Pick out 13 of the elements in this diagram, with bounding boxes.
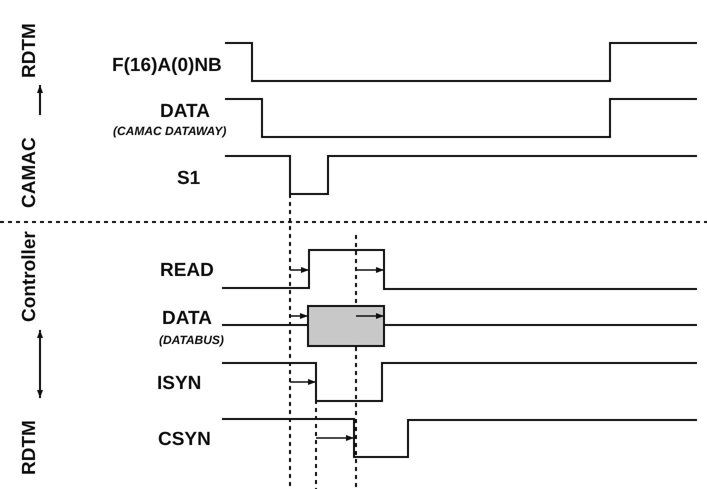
signal-note: (CAMAC DATAWAY) bbox=[113, 125, 226, 137]
signal-label: CSYN bbox=[158, 430, 211, 448]
axis-label: Controller bbox=[20, 231, 39, 322]
signal-label: ISYN bbox=[157, 374, 202, 392]
signal-note: (DATABUS) bbox=[159, 334, 224, 346]
signal-label: READ bbox=[160, 260, 214, 280]
signal-label: S1 bbox=[177, 168, 200, 188]
axis-label: RDTM bbox=[20, 23, 39, 78]
signal-label: DATA bbox=[160, 102, 210, 120]
signal-label: DATA bbox=[162, 308, 212, 328]
axis-label: CAMAC bbox=[20, 137, 39, 208]
signal-label: F(16)A(0)NB bbox=[112, 56, 222, 74]
axis-label: RDTM bbox=[20, 420, 39, 475]
